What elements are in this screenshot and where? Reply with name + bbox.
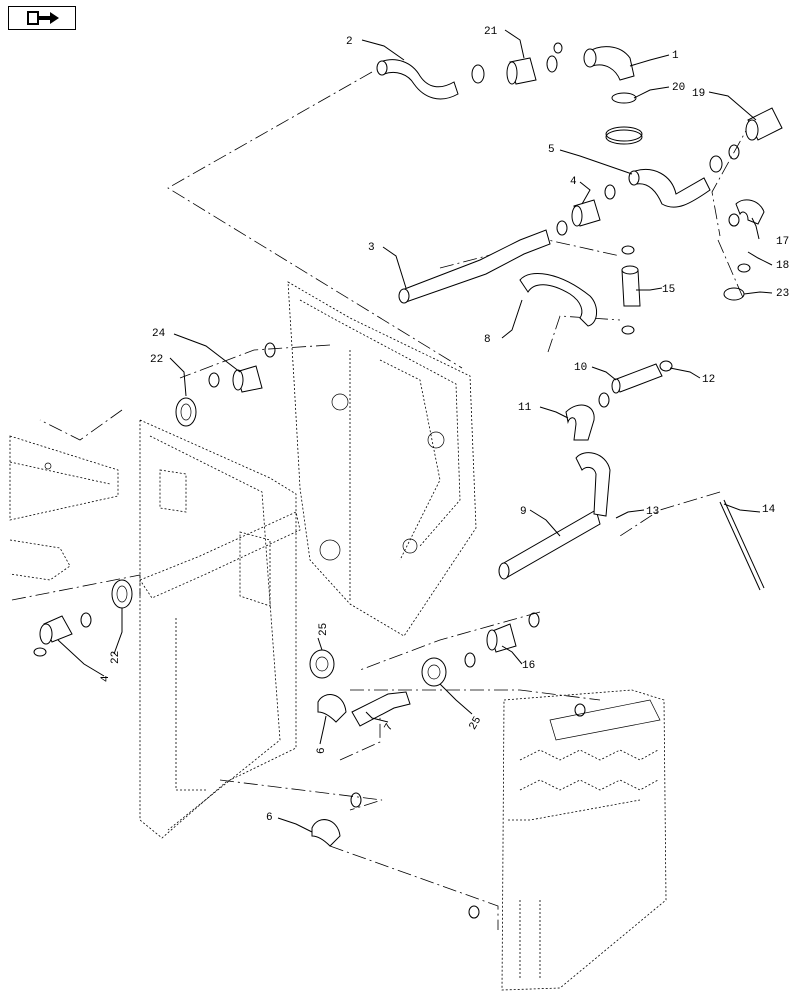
callout-22-lower: 22 (110, 651, 122, 664)
callout-23: 23 (776, 288, 789, 300)
left-bracket (9, 435, 119, 581)
bulkhead-panel (287, 281, 477, 637)
assembly-outline-lines (11, 71, 753, 930)
callout-13: 13 (646, 506, 659, 518)
callout-17: 17 (776, 236, 789, 248)
callout-7: 7 (383, 722, 397, 734)
callout-25-upper: 25 (318, 623, 330, 636)
callout-21: 21 (484, 26, 498, 38)
callout-25-lower: 25 (467, 715, 484, 732)
hose-clamps (33, 42, 740, 919)
callout-24: 24 (152, 328, 166, 340)
callout-6-upper: 6 (316, 747, 328, 754)
callout-18: 18 (776, 260, 789, 272)
callout-5: 5 (548, 144, 555, 156)
callout-4-upper: 4 (570, 176, 577, 188)
callout-15: 15 (662, 284, 675, 296)
callout-4-lower: 4 (100, 675, 112, 682)
callout-6-lower: 6 (266, 812, 273, 824)
callout-19: 19 (692, 88, 705, 100)
radiator-shroud-frame (139, 419, 301, 839)
callout-11: 11 (518, 402, 532, 414)
callout-8: 8 (484, 334, 491, 346)
callout-20: 20 (672, 82, 685, 94)
radiator (501, 689, 667, 991)
hose-parts (39, 46, 783, 847)
callout-3: 3 (368, 242, 375, 254)
callout-12: 12 (702, 374, 715, 386)
callout-2: 2 (346, 36, 353, 48)
leader-lines (57, 29, 773, 833)
callout-22-upper: 22 (150, 354, 163, 366)
callout-16: 16 (522, 660, 535, 672)
nav-button[interactable] (8, 6, 76, 30)
book-page-arrow-icon (27, 11, 59, 25)
callout-9: 9 (520, 506, 527, 518)
callout-10: 10 (574, 362, 587, 374)
callout-labels: 1 2 3 4 4 5 6 6 7 8 9 10 11 12 13 14 15 … (100, 26, 789, 824)
callout-1: 1 (672, 50, 679, 62)
callout-14: 14 (762, 504, 776, 516)
